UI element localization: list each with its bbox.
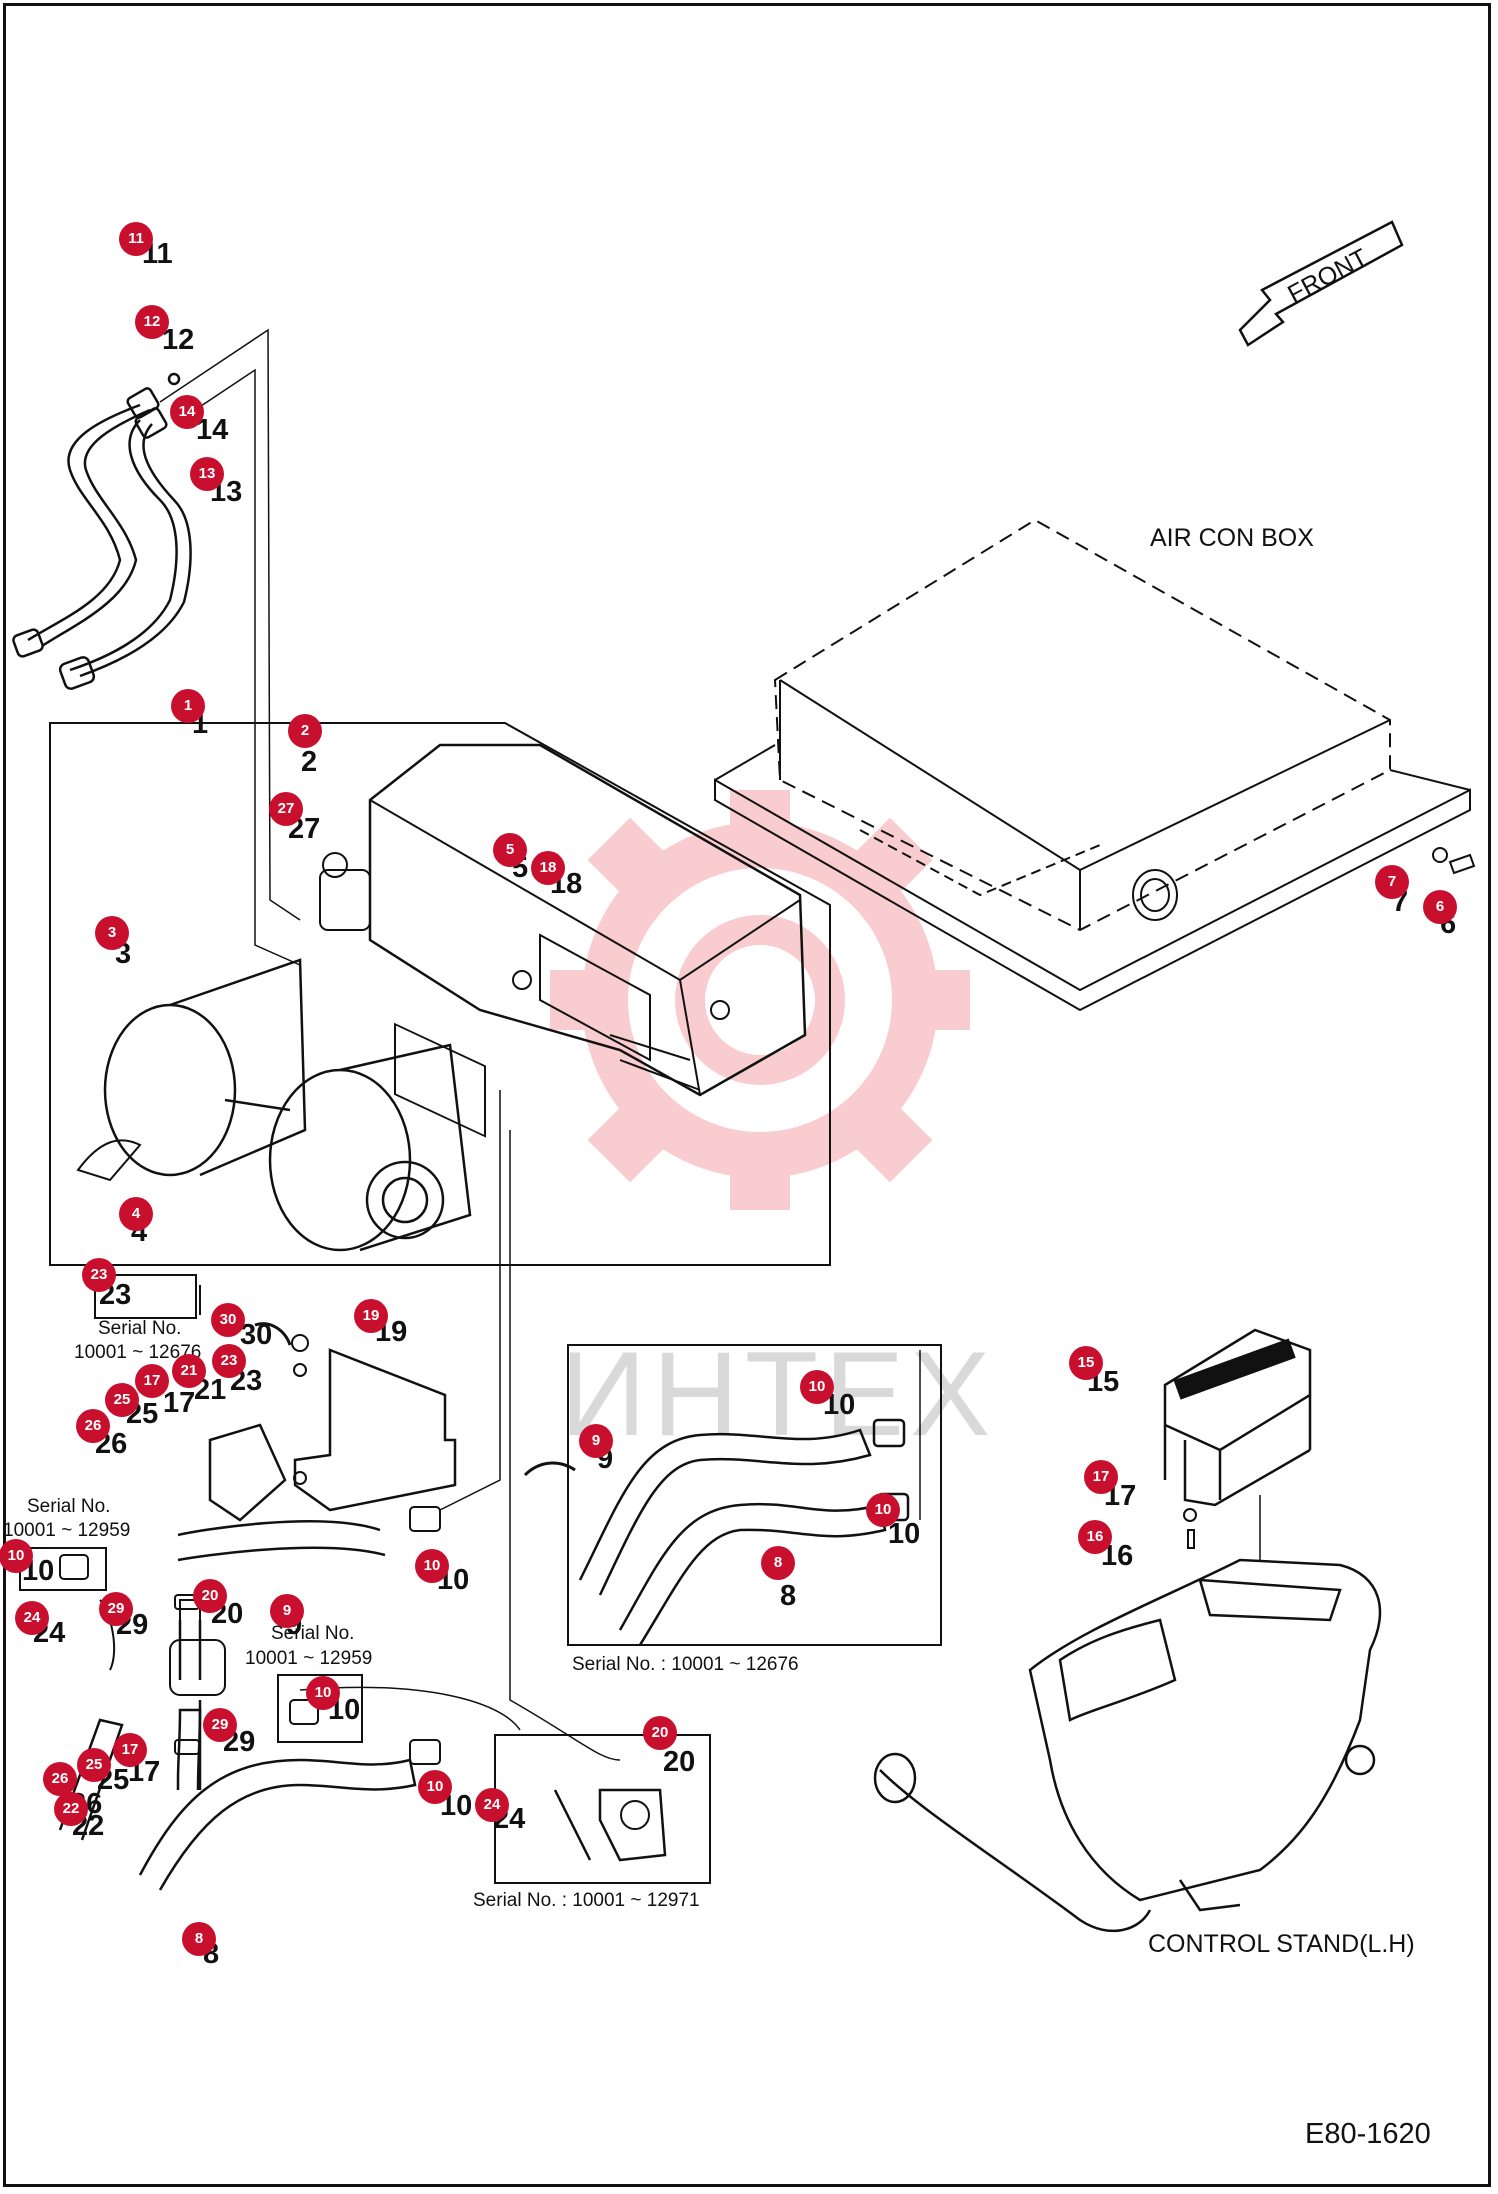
- part-number-17: 17: [163, 1387, 196, 1419]
- callout-badge-24[interactable]: 24: [15, 1601, 49, 1635]
- part-number-20: 20: [663, 1746, 696, 1778]
- heater-unit: [319, 743, 807, 1138]
- callout-badge-19[interactable]: 19: [354, 1299, 388, 1333]
- callout-badge-3[interactable]: 3: [95, 916, 129, 950]
- ac-control-panel: [1163, 1328, 1312, 1507]
- callout-badge-22[interactable]: 22: [54, 1792, 88, 1826]
- part-number-2: 2: [301, 746, 318, 778]
- watermark-gear-icon: [550, 790, 970, 1210]
- callout-badge-18[interactable]: 18: [531, 851, 565, 885]
- serial-note-label: Serial No.: [271, 1623, 355, 1644]
- callout-badge-8[interactable]: 8: [761, 1546, 795, 1580]
- callout-badge-10[interactable]: 10: [866, 1493, 900, 1527]
- air-con-box-label: AIR CON BOX: [1150, 524, 1314, 552]
- callout-badge-9[interactable]: 9: [270, 1594, 304, 1628]
- callout-badge-23[interactable]: 23: [212, 1344, 246, 1378]
- callout-badge-26[interactable]: 26: [43, 1762, 77, 1796]
- callout-badge-24[interactable]: 24: [475, 1788, 509, 1822]
- callout-badge-25[interactable]: 25: [105, 1383, 139, 1417]
- callout-badge-16[interactable]: 16: [1078, 1520, 1112, 1554]
- callout-badge-21[interactable]: 21: [172, 1354, 206, 1388]
- callout-badge-8[interactable]: 8: [182, 1922, 216, 1956]
- callout-badge-20[interactable]: 20: [193, 1579, 227, 1613]
- drawing-code: E80-1620: [1305, 2118, 1431, 2150]
- callout-badge-10[interactable]: 10: [800, 1370, 834, 1404]
- serial-note-range: 10001 ~ 12676: [74, 1342, 202, 1363]
- inset-hose-serial: Serial No. : 10001 ~ 12676: [572, 1654, 799, 1675]
- callout-badge-10[interactable]: 10: [0, 1539, 33, 1573]
- callout-badge-30[interactable]: 30: [211, 1303, 245, 1337]
- control-stand-label: CONTROL STAND(L.H): [1148, 1930, 1415, 1958]
- callout-badge-17[interactable]: 17: [1084, 1460, 1118, 1494]
- serial-note-range: 10001 ~ 12959: [3, 1520, 131, 1541]
- inset-hose-box: [567, 1344, 942, 1646]
- callout-badge-25[interactable]: 25: [77, 1748, 111, 1782]
- callout-badge-12[interactable]: 12: [135, 305, 169, 339]
- callout-badge-17[interactable]: 17: [135, 1364, 169, 1398]
- callout-badge-10[interactable]: 10: [415, 1549, 449, 1583]
- callout-badge-23[interactable]: 23: [82, 1258, 116, 1292]
- serial-note-label: Serial No.: [27, 1496, 111, 1517]
- part-number-10: 10: [888, 1518, 921, 1550]
- callout-badge-29[interactable]: 29: [203, 1708, 237, 1742]
- callout-badge-4[interactable]: 4: [119, 1197, 153, 1231]
- serial-note-label: Serial No.: [98, 1318, 182, 1339]
- callout-badge-5[interactable]: 5: [493, 833, 527, 867]
- part-number-12: 12: [162, 324, 195, 356]
- part-number-30: 30: [240, 1319, 273, 1351]
- serial-note-range: 10001 ~ 12959: [245, 1648, 373, 1669]
- drawing-border: [3, 3, 1491, 2187]
- callout-badge-6[interactable]: 6: [1423, 890, 1457, 924]
- callout-badge-27[interactable]: 27: [269, 792, 303, 826]
- callout-badge-26[interactable]: 26: [76, 1409, 110, 1443]
- callout-badge-10[interactable]: 10: [306, 1676, 340, 1710]
- callout-badge-15[interactable]: 15: [1069, 1346, 1103, 1380]
- inset-valve-serial: Serial No. : 10001 ~ 12971: [473, 1890, 700, 1911]
- callout-badge-10[interactable]: 10: [418, 1770, 452, 1804]
- callout-badge-13[interactable]: 13: [190, 457, 224, 491]
- callout-badge-17[interactable]: 17: [113, 1733, 147, 1767]
- control-stand: [873, 1558, 1382, 1933]
- callout-badge-29[interactable]: 29: [99, 1592, 133, 1626]
- blower-motors: [103, 958, 472, 1252]
- callout-badge-9[interactable]: 9: [579, 1424, 613, 1458]
- front-arrow-icon: [1238, 220, 1404, 347]
- callout-badge-20[interactable]: 20: [643, 1716, 677, 1750]
- part-number-8: 8: [780, 1580, 797, 1612]
- callout-badge-14[interactable]: 14: [170, 395, 204, 429]
- air-con-box: [714, 518, 1471, 1012]
- refrigerant-pipes: [12, 372, 192, 690]
- callout-badge-2[interactable]: 2: [288, 714, 322, 748]
- callout-badge-7[interactable]: 7: [1375, 865, 1409, 899]
- callout-badge-11[interactable]: 11: [119, 222, 153, 256]
- callout-badge-1[interactable]: 1: [171, 689, 205, 723]
